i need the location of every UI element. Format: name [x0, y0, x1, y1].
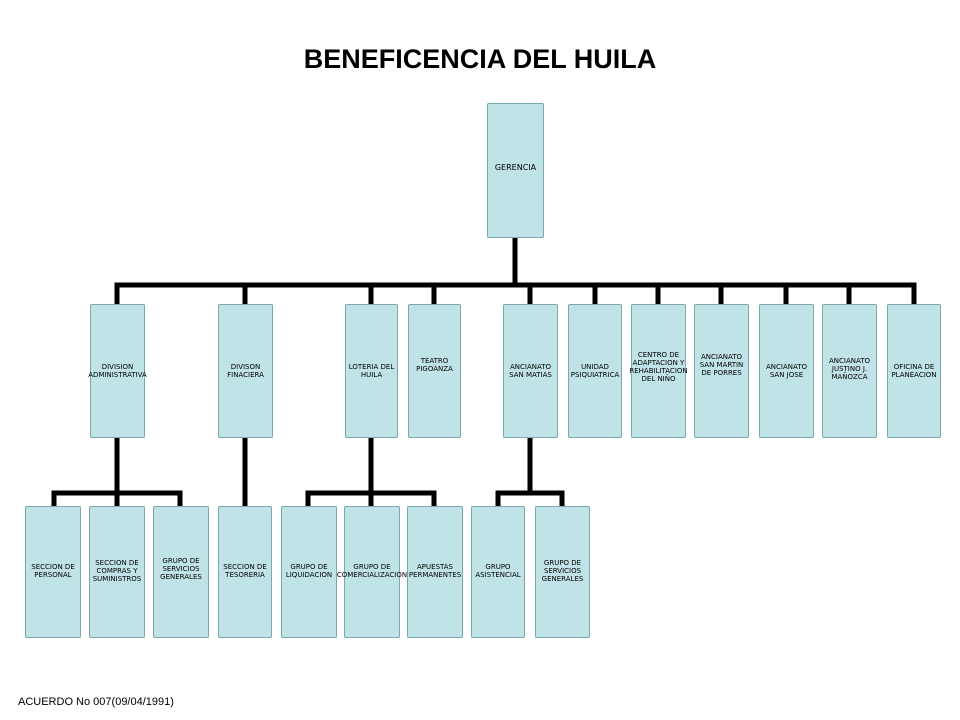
- node-label: ANCIANATO SAN MARTIN DE PORRES: [699, 353, 744, 377]
- node-label: DIVISION ADMINISTRATIVA: [88, 363, 147, 379]
- node-label: SECCION DE PERSONAL: [31, 563, 75, 579]
- node-label: GRUPO DE SERVICIOS GENERALES: [160, 557, 202, 581]
- node-grupo-servicios-generales-asm: GRUPO DE SERVICIOS GENERALES: [535, 506, 590, 638]
- node-ancianato-san-martin: ANCIANATO SAN MARTIN DE PORRES: [694, 304, 749, 438]
- node-ancianato-san-matias: ANCIANATO SAN MATIAS: [503, 304, 558, 438]
- node-label: GRUPO DE COMERCIALIZACION: [336, 563, 408, 579]
- footer-note: ACUERDO No 007(09/04/1991): [18, 696, 174, 708]
- node-apuestas-permanentes: APUESTAS PERMANENTES: [407, 506, 463, 638]
- node-seccion-compras: SECCION DE COMPRAS Y SUMINISTROS: [89, 506, 145, 638]
- node-label: CENTRO DE ADAPTACION Y REHABILITACION DE…: [629, 351, 688, 383]
- node-grupo-liquidacion: GRUPO DE LIQUIDACION: [281, 506, 337, 638]
- node-label: ANCIANATO SAN MATIAS: [509, 363, 552, 379]
- page-title: BENEFICENCIA DEL HUILA: [303, 44, 657, 74]
- node-grupo-comercializacion: GRUPO DE COMERCIALIZACION: [337, 506, 407, 638]
- node-seccion-personal: SECCION DE PERSONAL: [25, 506, 81, 638]
- node-label: DIVISON FINACIERA: [227, 363, 264, 379]
- node-gerencia: GERENCIA: [487, 103, 544, 238]
- node-label: GRUPO DE SERVICIOS GENERALES: [541, 559, 584, 583]
- node-ancianato-san-jose: ANCIANATO SAN JOSE: [759, 304, 814, 438]
- node-label: LOTERIA DEL HUILA: [348, 363, 395, 379]
- node-label: ANCIANATO SAN JOSE: [765, 363, 808, 379]
- node-centro-adaptacion: CENTRO DE ADAPTACION Y REHABILITACION DE…: [629, 304, 688, 438]
- node-oficina-planeacion: OFICINA DE PLANEACION: [887, 304, 941, 438]
- node-label: GRUPO DE LIQUIDACION: [285, 563, 333, 579]
- node-loteria-del-huila: LOTERIA DEL HUILA: [345, 304, 398, 438]
- node-label: GERENCIA: [494, 163, 537, 172]
- node-grupo-servicios-generales-adm: GRUPO DE SERVICIOS GENERALES: [153, 506, 209, 638]
- node-label: OFICINA DE PLANEACION: [891, 363, 937, 379]
- node-division-financiera: DIVISON FINACIERA: [218, 304, 273, 438]
- node-ancianato-justino: ANCIANATO JUSTINO J. MAÑOZCA: [822, 304, 877, 438]
- node-seccion-tesoreria: SECCION DE TESORERIA: [218, 506, 272, 638]
- node-teatro-pigoanza: TEATRO PIGOANZA: [408, 304, 461, 438]
- node-unidad-psiquiatrica: UNIDAD PSIQUIATRICA: [568, 304, 622, 438]
- node-label: SECCION DE COMPRAS Y SUMINISTROS: [92, 559, 142, 583]
- node-label: UNIDAD PSIQUIATRICA: [570, 363, 620, 379]
- node-division-administrativa: DIVISION ADMINISTRATIVA: [88, 304, 147, 438]
- node-label: ANCIANATO JUSTINO J. MAÑOZCA: [828, 357, 871, 381]
- node-label: APUESTAS PERMANENTES: [408, 563, 462, 579]
- node-label: SECCION DE TESORERIA: [223, 563, 267, 579]
- node-label: GRUPO ASISTENCIAL: [475, 563, 521, 579]
- node-label: TEATRO PIGOANZA: [416, 357, 453, 373]
- node-grupo-asistencial: GRUPO ASISTENCIAL: [471, 506, 525, 638]
